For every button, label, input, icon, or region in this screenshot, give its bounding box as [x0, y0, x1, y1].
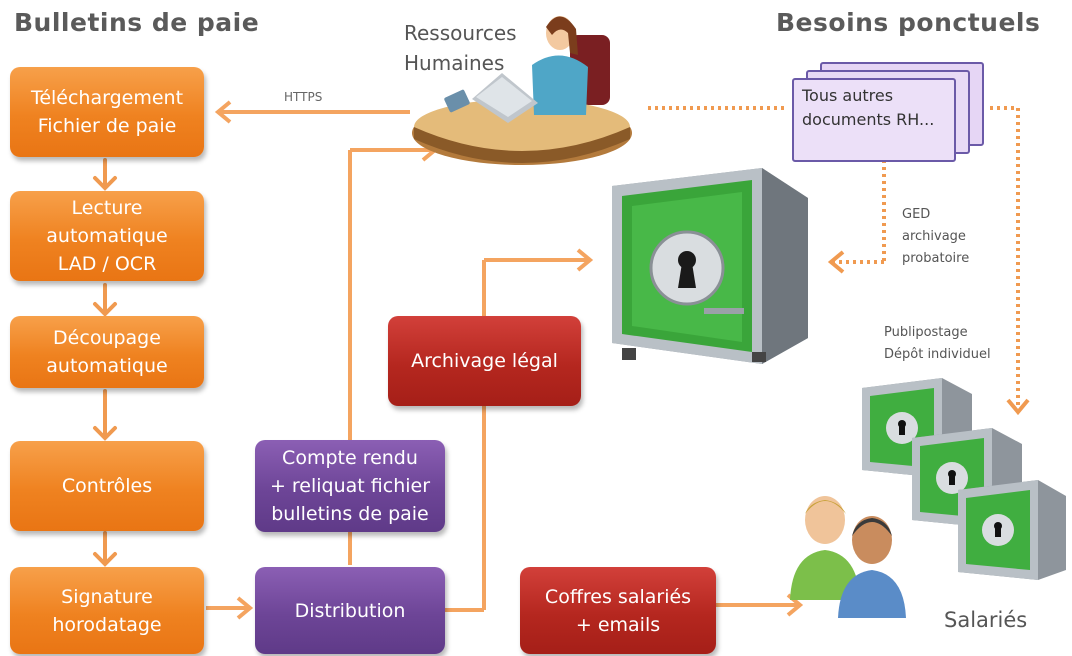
hr-label: Ressources Humaines	[404, 21, 517, 75]
flow-left-arrows	[93, 158, 117, 567]
https-arrow	[214, 100, 410, 124]
https-label: HTTPS	[284, 90, 323, 104]
box-compte-rendu: Compte rendu + reliquat fichier bulletin…	[255, 440, 445, 532]
salaries-label: Salariés	[944, 608, 1028, 632]
title-besoins-ponctuels: Besoins ponctuels	[776, 8, 1041, 37]
distribution-to-archivage-arrow	[445, 248, 594, 612]
box-lecture-automatique: Lecture automatique LAD / OCR	[10, 191, 204, 281]
box-distribution: Distribution	[255, 567, 445, 654]
dotted-coffres-arrowhead	[1006, 398, 1030, 416]
people-icon	[790, 496, 906, 618]
publipostage-label: Publipostage Dépôt individuel	[884, 325, 991, 362]
signature-to-distribution-arrow	[206, 596, 254, 620]
small-safe-icon-3	[958, 480, 1066, 580]
title-bulletins-de-paie: Bulletins de paie	[14, 8, 260, 37]
hr-desk-illustration	[412, 16, 632, 165]
ged-label: GED archivage probatoire	[902, 207, 970, 266]
box-coffres-salaries: Coffres salariés + emails	[520, 567, 716, 654]
dotted-safe-arrowhead	[827, 250, 845, 274]
box-controles: Contrôles	[10, 441, 204, 531]
dotted-documents-to-coffres	[990, 106, 1020, 405]
box-telechargement: Téléchargement Fichier de paie	[10, 67, 204, 157]
box-decoupage: Découpage automatique	[10, 316, 204, 388]
box-signature-horodatage: Signature horodatage	[10, 567, 204, 654]
documents-label: Tous autres documents RH...	[802, 86, 935, 129]
box-archivage-legal: Archivage légal	[388, 316, 581, 406]
safe-icon	[612, 168, 808, 364]
dotted-documents-to-safe	[833, 160, 886, 264]
